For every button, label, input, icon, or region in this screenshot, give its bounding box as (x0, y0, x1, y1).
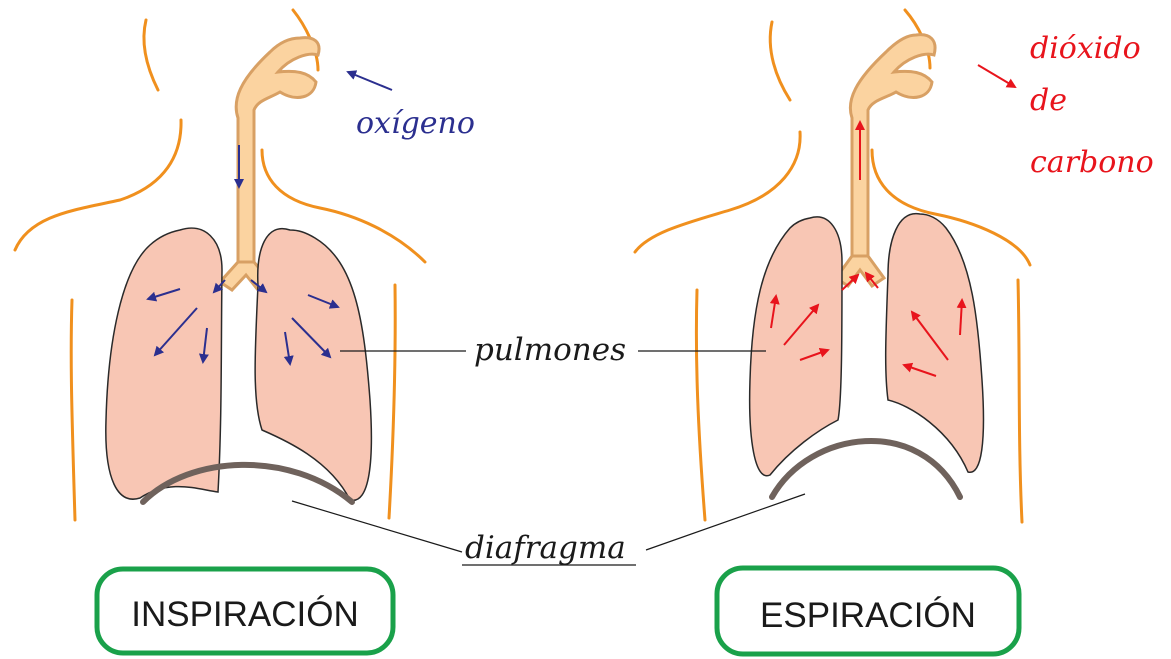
right-lung-left (255, 229, 371, 501)
co2-label-line3: carbono (1030, 145, 1154, 180)
left-lung-right (750, 217, 842, 476)
diaphragm-right (772, 441, 960, 497)
red-arrow-icon (978, 65, 1015, 87)
diaphragm-leader-right (646, 494, 805, 550)
co2-label-line1: dióxido (1030, 31, 1141, 66)
oxygen-label: oxígeno (356, 106, 475, 141)
diaphragm-leader-left (292, 501, 462, 552)
inspiration-box: INSPIRACIÓN (97, 569, 393, 653)
inspiration-figure (15, 10, 425, 520)
diaphragm-label: diafragma (465, 530, 626, 566)
expiration-figure (635, 10, 1030, 522)
lungs-label: pulmones (474, 332, 626, 368)
expiration-box: ESPIRACIÓN (717, 568, 1019, 654)
blue-arrow-icon (348, 72, 392, 90)
co2-label-line2: de (1030, 83, 1067, 118)
left-lung-left (106, 228, 222, 499)
expiration-title: ESPIRACIÓN (760, 596, 976, 635)
inspiration-title: INSPIRACIÓN (131, 595, 359, 634)
